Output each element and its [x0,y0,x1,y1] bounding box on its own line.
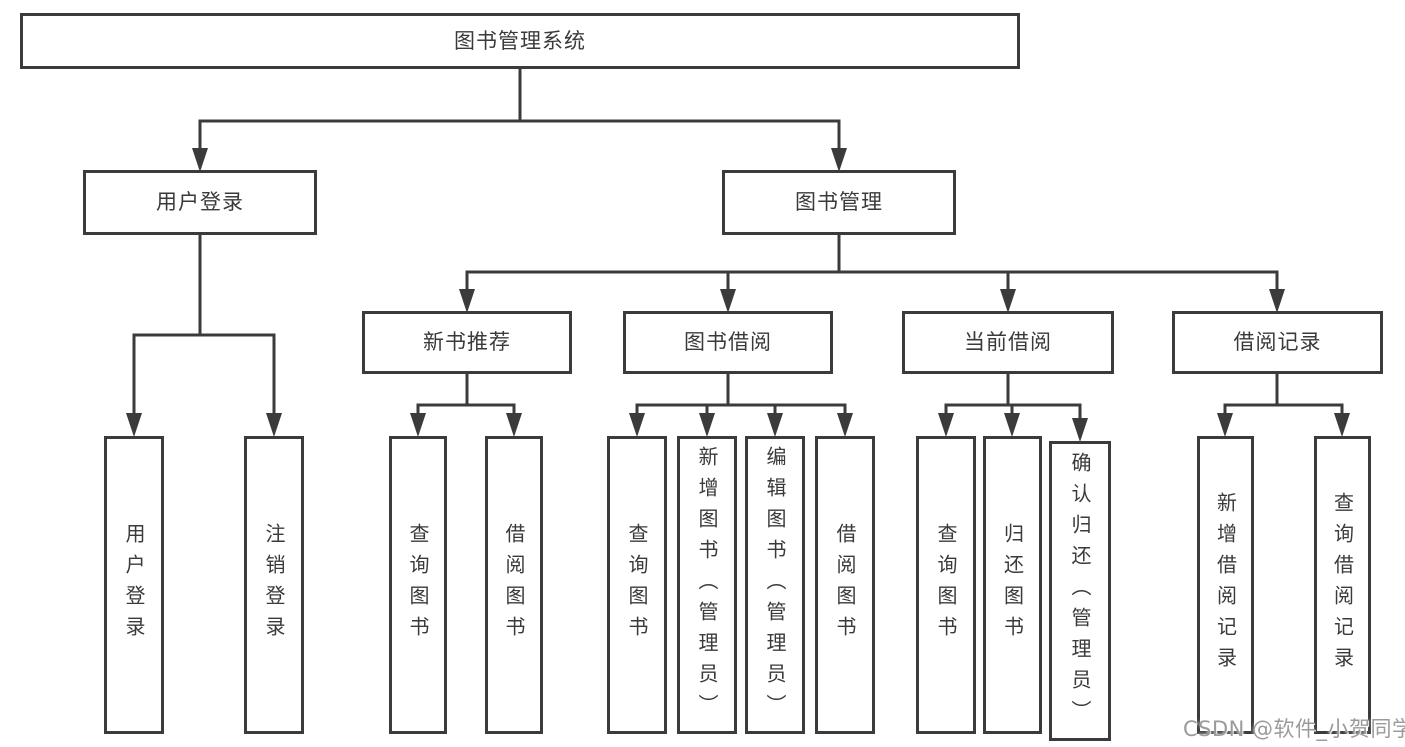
csdn-watermark: CSDN @软件_小贺同学 [1183,717,1405,741]
leaf-br-add-record-label: 新增借阅记录 [1213,492,1238,678]
leaf-logout: 注销登录 [244,436,304,734]
node-current-borrowing-label: 当前借阅 [964,330,1052,354]
node-book-management: 图书管理 [722,170,956,235]
node-book-borrowing: 图书借阅 [623,311,833,374]
leaf-bb-query-books-label: 查询图书 [625,523,649,647]
leaf-cb-confirm-return-admin: 确认归还（管理员） [1049,441,1111,741]
edge-borrowrecords-to-leaves [1223,372,1344,425]
node-user-login: 用户登录 [83,170,317,235]
leaf-bb-edit-books-admin-label: 编辑图书（管理员） [763,445,787,725]
node-user-login-label: 用户登录 [156,190,244,214]
node-new-book-recommend: 新书推荐 [362,311,572,374]
leaf-cb-query-books: 查询图书 [916,436,976,734]
leaf-bb-query-books: 查询图书 [607,436,667,734]
leaf-cb-return-books: 归还图书 [983,436,1042,734]
node-root: 图书管理系统 [20,13,1020,69]
leaf-bb-add-books-admin-label: 新增图书（管理员） [695,445,719,725]
leaf-user-login: 用户登录 [104,436,164,734]
leaf-cb-return-books-label: 归还图书 [1000,523,1025,647]
node-root-label: 图书管理系统 [454,28,586,53]
leaf-nbr-borrow-books-label: 借阅图书 [502,523,526,647]
leaf-logout-label: 注销登录 [262,523,286,647]
leaf-br-query-record: 查询借阅记录 [1314,436,1371,734]
node-book-management-label: 图书管理 [795,190,883,214]
node-borrow-records-label: 借阅记录 [1233,330,1322,354]
leaf-br-add-record: 新增借阅记录 [1197,436,1254,734]
node-book-borrowing-label: 图书借阅 [684,330,772,354]
leaf-nbr-query-books: 查询图书 [389,436,447,734]
edge-root-to-level2 [198,67,841,160]
edge-userlogin-to-leaves [132,233,276,425]
edge-bookborrow-to-leaves [635,372,847,425]
leaf-cb-confirm-return-admin-label: 确认归还（管理员） [1068,451,1092,731]
leaf-user-login-label: 用户登录 [122,523,146,647]
leaf-bb-edit-books-admin: 编辑图书（管理员） [745,436,805,734]
edge-newbookrec-to-leaves [416,372,516,425]
edge-bookmgmt-to-level3 [465,233,1279,301]
leaf-br-query-record-label: 查询借阅记录 [1330,492,1355,678]
leaf-bb-borrow-books: 借阅图书 [815,436,875,734]
node-borrow-records: 借阅记录 [1172,311,1383,374]
leaf-nbr-borrow-books: 借阅图书 [485,436,543,734]
leaf-nbr-query-books-label: 查询图书 [406,523,430,647]
leaf-bb-borrow-books-label: 借阅图书 [833,523,857,647]
node-new-book-recommend-label: 新书推荐 [423,330,511,354]
leaf-cb-query-books-label: 查询图书 [934,523,958,647]
node-current-borrowing: 当前借阅 [902,311,1114,374]
leaf-bb-add-books-admin: 新增图书（管理员） [677,436,737,734]
edge-currentborrow-to-leaves [944,372,1082,430]
